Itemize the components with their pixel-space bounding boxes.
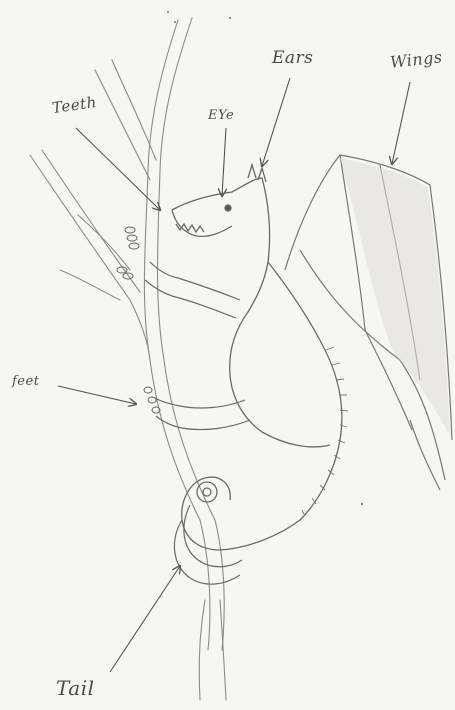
ears-arrow [262,78,290,166]
ears-label: Ears [272,48,313,68]
dragon-body [182,262,342,550]
eye-label: EYe [208,108,234,123]
tail-label: Tail [56,676,95,700]
wings-arrow [392,82,410,164]
eye-arrow [222,128,226,196]
dragon-limbs [145,262,250,430]
tree-branches [30,18,226,700]
dragon-head [172,165,270,312]
wing-membrane-shading [340,158,450,435]
feet-label: feet [12,374,39,389]
stray-marks [167,11,363,505]
tail-arrow [110,566,180,672]
feet-arrow [58,386,136,404]
